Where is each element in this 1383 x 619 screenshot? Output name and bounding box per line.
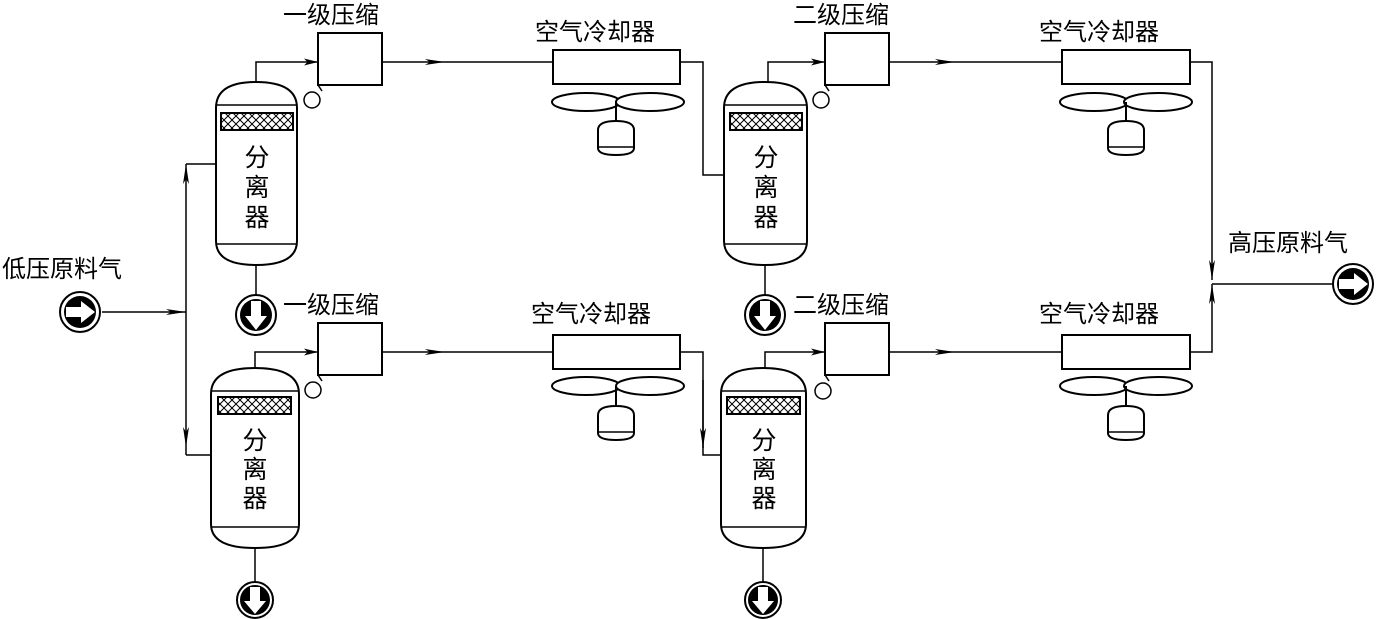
separator-label-2: 离 xyxy=(244,173,269,202)
demister-icon xyxy=(220,112,294,131)
cooler-label-bottom-1: 空气冷却器 xyxy=(531,300,651,328)
cooler1-top-to-sep2 xyxy=(680,61,724,176)
separator-bottom-2: 分 离 器 xyxy=(720,366,807,550)
piping xyxy=(102,58,1332,584)
air-cooler-bottom-1 xyxy=(551,334,685,442)
compressor-top-1 xyxy=(303,32,383,109)
compressor-top-2 xyxy=(812,32,890,109)
stage1-label-top: 一级压缩 xyxy=(283,1,379,29)
separator-label-3: 器 xyxy=(751,484,776,513)
pump-icon xyxy=(304,381,322,399)
sep2-bottom-outlet xyxy=(764,348,825,372)
separator-top-1: 分 离 器 xyxy=(215,80,298,267)
stage2-label-bottom: 二级压缩 xyxy=(793,291,889,319)
motor-icon xyxy=(597,102,635,157)
demister-icon xyxy=(217,396,292,415)
compressor-bottom-2 xyxy=(814,322,890,400)
motor-icon xyxy=(597,386,635,442)
separator-label-1: 分 xyxy=(753,143,778,172)
drain-icon xyxy=(744,581,782,619)
sep1-top-outlet xyxy=(255,58,318,82)
pump-icon xyxy=(303,91,321,109)
cooler1-bottom-to-sep2 xyxy=(680,351,724,456)
outlet-label: 高压原料气 xyxy=(1228,229,1348,257)
compressor-bottom-1 xyxy=(304,322,383,399)
cooler2-bottom-out xyxy=(1190,284,1215,353)
sep1-bottom-outlet xyxy=(254,348,318,372)
fan-icon xyxy=(551,376,685,396)
stage2-label-top: 二级压缩 xyxy=(793,1,889,29)
motor-icon xyxy=(1107,102,1145,157)
stage1-label-bottom: 一级压缩 xyxy=(283,291,379,319)
separator-label-3: 器 xyxy=(244,203,269,232)
sep2-top-outlet xyxy=(767,58,825,82)
separator-label-1: 分 xyxy=(244,143,269,172)
demister-icon xyxy=(726,396,801,415)
cooler-label-top-2: 空气冷却器 xyxy=(1039,18,1159,46)
outlet-port-icon xyxy=(1332,263,1374,305)
separator-label-1: 分 xyxy=(751,426,776,455)
fan-icon xyxy=(1059,92,1193,112)
cooler-label-bottom-2: 空气冷却器 xyxy=(1039,300,1159,328)
pump-icon xyxy=(812,91,830,109)
air-cooler-top-1 xyxy=(551,49,685,157)
separator-bottom-1: 分 离 器 xyxy=(210,366,300,550)
separator-label-2: 离 xyxy=(751,455,776,484)
separator-top-2: 分 离 器 xyxy=(723,80,808,267)
inlet-port-icon xyxy=(59,291,101,333)
separator-label-3: 器 xyxy=(753,203,778,232)
drain-icon xyxy=(235,294,277,336)
fan-icon xyxy=(551,92,685,112)
demister-icon xyxy=(729,112,803,131)
separator-label-3: 器 xyxy=(242,484,267,513)
drain-icon xyxy=(744,294,786,336)
air-cooler-top-2 xyxy=(1059,49,1193,157)
cooler2-top-out xyxy=(1190,61,1215,280)
air-cooler-bottom-2 xyxy=(1059,334,1193,442)
pump-icon xyxy=(814,382,832,400)
separator-label-1: 分 xyxy=(242,426,267,455)
motor-icon xyxy=(1107,386,1145,442)
separator-label-2: 离 xyxy=(753,173,778,202)
inlet-label: 低压原料气 xyxy=(2,255,122,283)
cooler-label-top-1: 空气冷却器 xyxy=(535,18,655,46)
fan-icon xyxy=(1059,376,1193,396)
separator-label-2: 离 xyxy=(242,455,267,484)
drain-icon xyxy=(236,581,274,619)
